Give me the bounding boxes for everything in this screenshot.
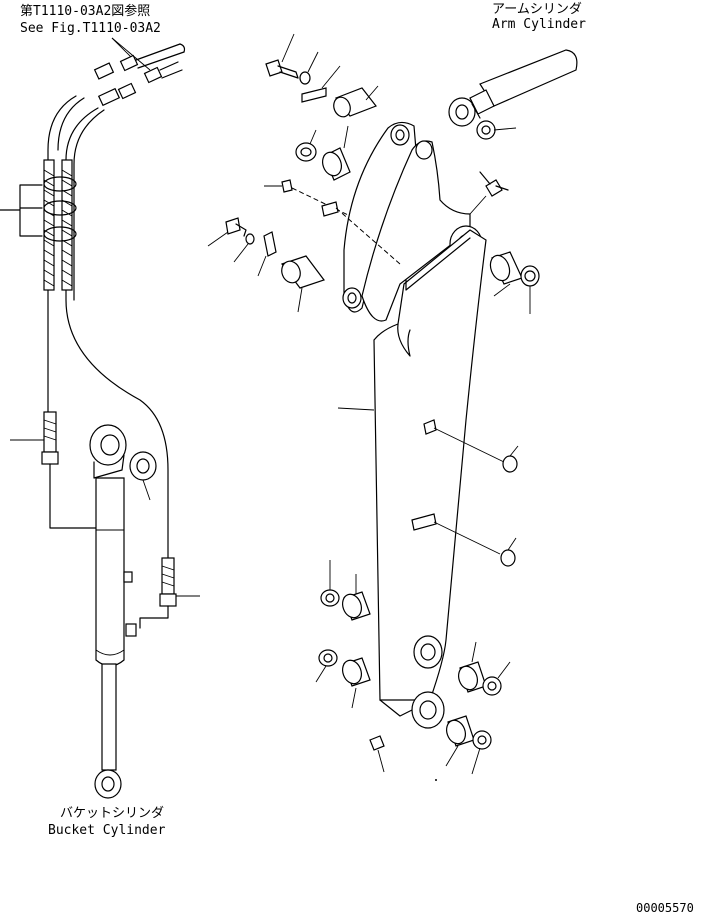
hose-braid-sections [43,159,73,291]
pins-and-bolts [207,33,401,313]
bucket-cylinder-label-jp: バケットシリンダ [60,806,165,821]
lower-bushings [315,560,385,773]
arm-cylinder-drawing [448,49,578,140]
reference-label-en: See Fig.T1110-03A2 [20,21,161,36]
reference-label-jp: 第T1110-03A2図参照 [20,4,151,19]
hose-clamps [0,176,77,242]
drawing-number: 00005570 [636,901,694,915]
hose-fitting-upper-a [93,43,186,80]
arm-cylinder-label-en: Arm Cylinder [492,17,586,32]
arm-cylinder-label-jp: アームシリンダ [492,2,582,17]
hose-fitting-upper-b [97,61,183,107]
bucket-cylinder-drawing [89,424,157,799]
lower-bushings-right [445,641,511,775]
right-side-parts [469,171,540,567]
hose-fitting-left-lower [10,411,119,529]
hose-assembly [0,37,200,629]
bucket-cylinder-label-en: Bucket Cylinder [48,823,166,838]
arm-body [321,121,505,729]
hose-fitting-right-lower [139,557,200,629]
